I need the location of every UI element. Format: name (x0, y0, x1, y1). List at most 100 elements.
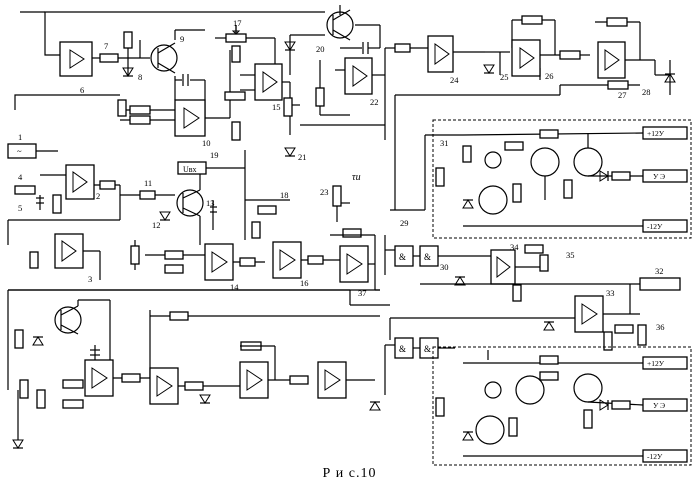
resistor-14c (165, 265, 183, 273)
resistor-26a (560, 51, 580, 59)
opamp-10 (175, 100, 205, 136)
label-33: 33 (606, 288, 615, 298)
label-29: 29 (400, 218, 409, 228)
label-6: 6 (80, 85, 84, 95)
resistor-7 (100, 54, 118, 62)
diode-b-corner (13, 440, 23, 448)
opamp-27 (598, 42, 625, 78)
resistor-2a (100, 181, 115, 189)
diode-12 (160, 212, 170, 220)
resistor-31b (540, 130, 558, 138)
plus12-label-bot: +12У (647, 359, 665, 368)
ue-label-bot: У Э (653, 401, 665, 410)
label-4: 4 (18, 172, 23, 182)
label-12: 12 (152, 220, 161, 230)
resistor-b1 (612, 401, 630, 409)
label-31: 31 (440, 138, 449, 148)
label-13: 13 (206, 198, 215, 208)
potentiometer-17 (226, 34, 246, 42)
diode-33 (544, 322, 554, 330)
diode-31b (463, 200, 473, 208)
resistor-b5 (584, 410, 592, 428)
resistor-31f (463, 146, 471, 162)
resistor-4 (15, 186, 35, 194)
resistor-31g (436, 168, 444, 186)
opamp-33 (575, 296, 603, 332)
resistor-31d (513, 184, 521, 202)
label-23: 23 (320, 187, 329, 197)
resistor-b-left-1 (15, 330, 23, 348)
label-26: 26 (545, 71, 554, 81)
diode-25 (484, 65, 494, 73)
component-labels: 1 2 3 4 5 6 7 8 9 10 11 12 13 14 15 16 1… (18, 18, 665, 332)
opamp-15 (255, 64, 282, 100)
resistor-35 (540, 255, 548, 271)
label-2: 2 (96, 191, 100, 201)
figure-caption: Р и с.10 (0, 466, 699, 482)
label-10: 10 (202, 138, 211, 148)
resistor-11 (140, 191, 155, 199)
resistor-b-left-5 (63, 400, 83, 408)
and-label-b: & (424, 344, 431, 354)
resistor-14d (240, 258, 255, 266)
resistor-23 (333, 186, 341, 206)
resistor-36 (638, 325, 646, 345)
label-3: 3 (88, 274, 92, 284)
diode-b-mid (200, 395, 210, 403)
transistor-31a (531, 148, 559, 176)
diode-21 (285, 148, 295, 156)
label-5: 5 (18, 203, 22, 213)
label-37: 37 (358, 288, 367, 298)
resistor-33b (615, 325, 633, 333)
resistor-17b (232, 46, 240, 62)
label-15: 15 (272, 102, 281, 112)
opamp-b2 (150, 368, 178, 404)
resistor-b-left-2 (20, 380, 28, 398)
label-32: 32 (655, 266, 664, 276)
source-symbol: ~ (17, 146, 22, 156)
opamp-37 (340, 246, 368, 282)
label-30: 30 (440, 262, 449, 272)
label-7: 7 (104, 41, 108, 51)
output-block-bottom: +12У У Э -12У (433, 347, 691, 465)
label-11: 11 (144, 178, 152, 188)
transistor-b3 (476, 416, 504, 444)
resistor-14a (131, 246, 139, 264)
resistor-b-mid-4 (290, 376, 308, 384)
label-14: 14 (230, 282, 239, 292)
label-17: 17 (233, 18, 242, 28)
resistor-b-mid-1 (170, 312, 188, 320)
opamp-26 (512, 40, 540, 76)
transistor-b2 (574, 374, 602, 402)
resistor-8a (124, 32, 132, 48)
resistor-10c (118, 100, 126, 116)
source-1 (8, 144, 36, 158)
resistor-34a (513, 285, 521, 301)
opamp-b1 (85, 360, 113, 396)
label-18: 18 (280, 190, 289, 200)
opamp-b4 (318, 362, 346, 398)
optocoupler-b (485, 382, 501, 398)
u-in-label: Uвх (183, 165, 197, 174)
label-1: 1 (18, 132, 22, 142)
label-21: 21 (298, 152, 307, 162)
label-8: 8 (138, 72, 142, 82)
resistor-27a (607, 18, 627, 26)
and-label-30: & (424, 252, 431, 262)
opamp-b3 (240, 362, 268, 398)
label-22: 22 (370, 97, 379, 107)
opamp-16 (273, 242, 301, 278)
opamp-14 (205, 244, 233, 280)
optocoupler-31 (485, 152, 501, 168)
transistor-13 (177, 190, 203, 216)
opamp-3 (55, 234, 83, 268)
resistor-34b (525, 245, 543, 253)
potentiometer-26 (522, 16, 542, 24)
resistor-b-left-4 (63, 380, 83, 388)
diode-b-right (370, 402, 380, 410)
label-16: 16 (300, 278, 309, 288)
resistor-b6 (436, 398, 444, 416)
logic-section: & & & & (385, 135, 680, 395)
resistor-16a (252, 222, 260, 238)
resistor-b4 (509, 418, 517, 436)
